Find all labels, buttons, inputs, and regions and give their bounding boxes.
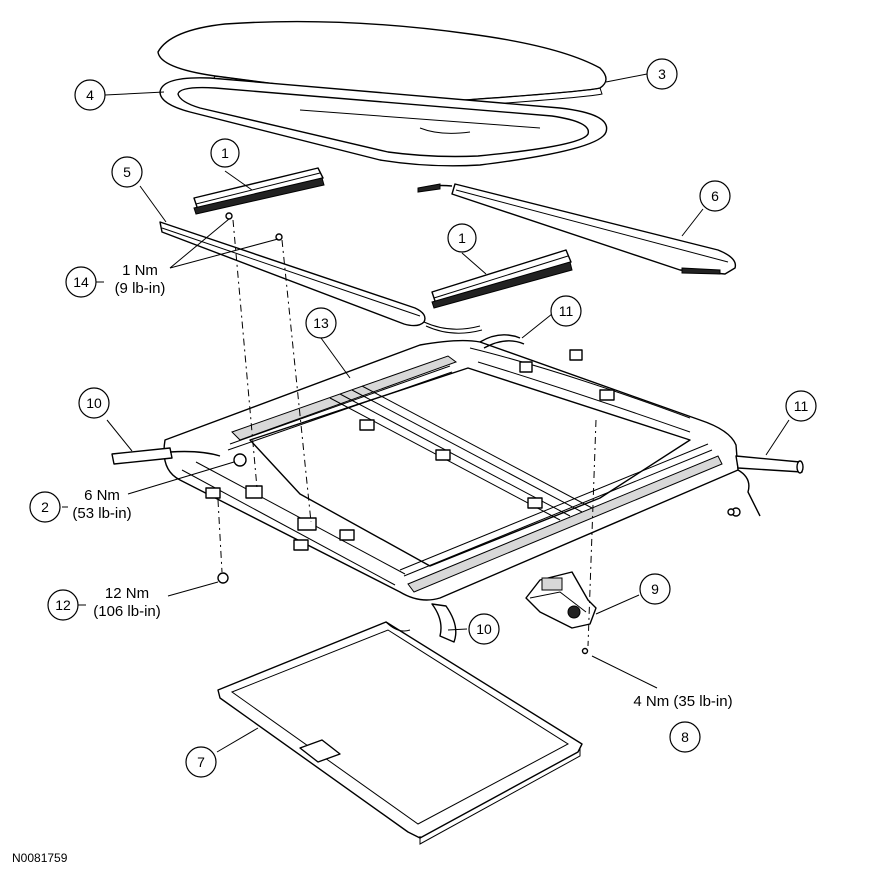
drain-tube-front bbox=[479, 334, 525, 349]
callout-12-number: 12 bbox=[55, 597, 71, 613]
callout-10b-number: 10 bbox=[476, 621, 492, 637]
glass-seal bbox=[159, 77, 608, 167]
callout-11b-number: 11 bbox=[794, 398, 809, 414]
deflector-strip-upper bbox=[193, 167, 325, 215]
callout-1a: 1 bbox=[210, 138, 240, 168]
callout-8: 8 bbox=[669, 721, 701, 753]
torque-2-metric: 6 Nm bbox=[84, 487, 120, 504]
figure-id: N0081759 bbox=[12, 851, 68, 865]
callout-13: 13 bbox=[305, 307, 337, 339]
callout-7-number: 7 bbox=[197, 754, 205, 770]
callout-11a: 11 bbox=[550, 295, 582, 327]
callout-3-number: 3 bbox=[658, 66, 666, 82]
callout-12: 12 bbox=[47, 589, 79, 621]
left-rail-cover bbox=[159, 221, 483, 334]
callout-10b: 10 bbox=[468, 613, 500, 645]
callout-9: 9 bbox=[639, 573, 671, 605]
callout-6: 6 bbox=[699, 180, 731, 212]
sunshade bbox=[217, 621, 583, 845]
callout-5-number: 5 bbox=[123, 164, 131, 180]
drain-tube-rear-left bbox=[111, 447, 221, 465]
drain-tube-rear-right bbox=[431, 603, 457, 643]
callout-4-number: 4 bbox=[86, 87, 94, 103]
torque-14-imperial: (9 lb-in) bbox=[115, 280, 166, 297]
callout-14-number: 14 bbox=[73, 274, 89, 290]
torque-label-12: 12 Nm (106 lb-in) bbox=[93, 585, 161, 620]
callout-10a: 10 bbox=[78, 387, 110, 419]
right-rail-cover bbox=[417, 183, 737, 275]
callout-6-number: 6 bbox=[711, 188, 719, 204]
callout-13-number: 13 bbox=[313, 315, 329, 331]
callout-2: 2 bbox=[29, 491, 61, 523]
leader-lines bbox=[62, 73, 790, 753]
callout-1b-number: 1 bbox=[458, 230, 466, 246]
torque-2-imperial: (53 lb-in) bbox=[72, 505, 131, 522]
callout-10a-number: 10 bbox=[86, 395, 102, 411]
callout-3: 3 bbox=[646, 58, 678, 90]
callout-1b: 1 bbox=[447, 223, 477, 253]
sunroof-frame bbox=[163, 339, 741, 601]
fasteners bbox=[217, 212, 735, 655]
callout-7: 7 bbox=[185, 746, 217, 778]
alignment-lines bbox=[217, 219, 597, 647]
callout-1a-number: 1 bbox=[221, 145, 229, 161]
callout-11b: 11 bbox=[785, 390, 817, 422]
torque-8-text: 4 Nm (35 lb-in) bbox=[633, 693, 732, 710]
torque-14-metric: 1 Nm bbox=[122, 262, 158, 279]
drain-tube-right bbox=[735, 455, 804, 517]
sunroof-motor bbox=[525, 571, 597, 629]
callout-8-number: 8 bbox=[681, 729, 689, 745]
callout-11a-number: 11 bbox=[559, 303, 574, 319]
callout-2-number: 2 bbox=[41, 499, 49, 515]
torque-label-14: 1 Nm (9 lb-in) bbox=[115, 262, 166, 297]
deflector-strip-lower bbox=[431, 249, 573, 309]
torque-label-2: 6 Nm (53 lb-in) bbox=[72, 487, 131, 522]
torque-12-imperial: (106 lb-in) bbox=[93, 603, 161, 620]
torque-label-8: 4 Nm (35 lb-in) bbox=[633, 693, 732, 710]
callout-4: 4 bbox=[74, 79, 106, 111]
torque-12-metric: 12 Nm bbox=[105, 585, 149, 602]
callout-14: 14 bbox=[65, 266, 97, 298]
callout-5: 5 bbox=[111, 156, 143, 188]
callout-9-number: 9 bbox=[651, 581, 659, 597]
